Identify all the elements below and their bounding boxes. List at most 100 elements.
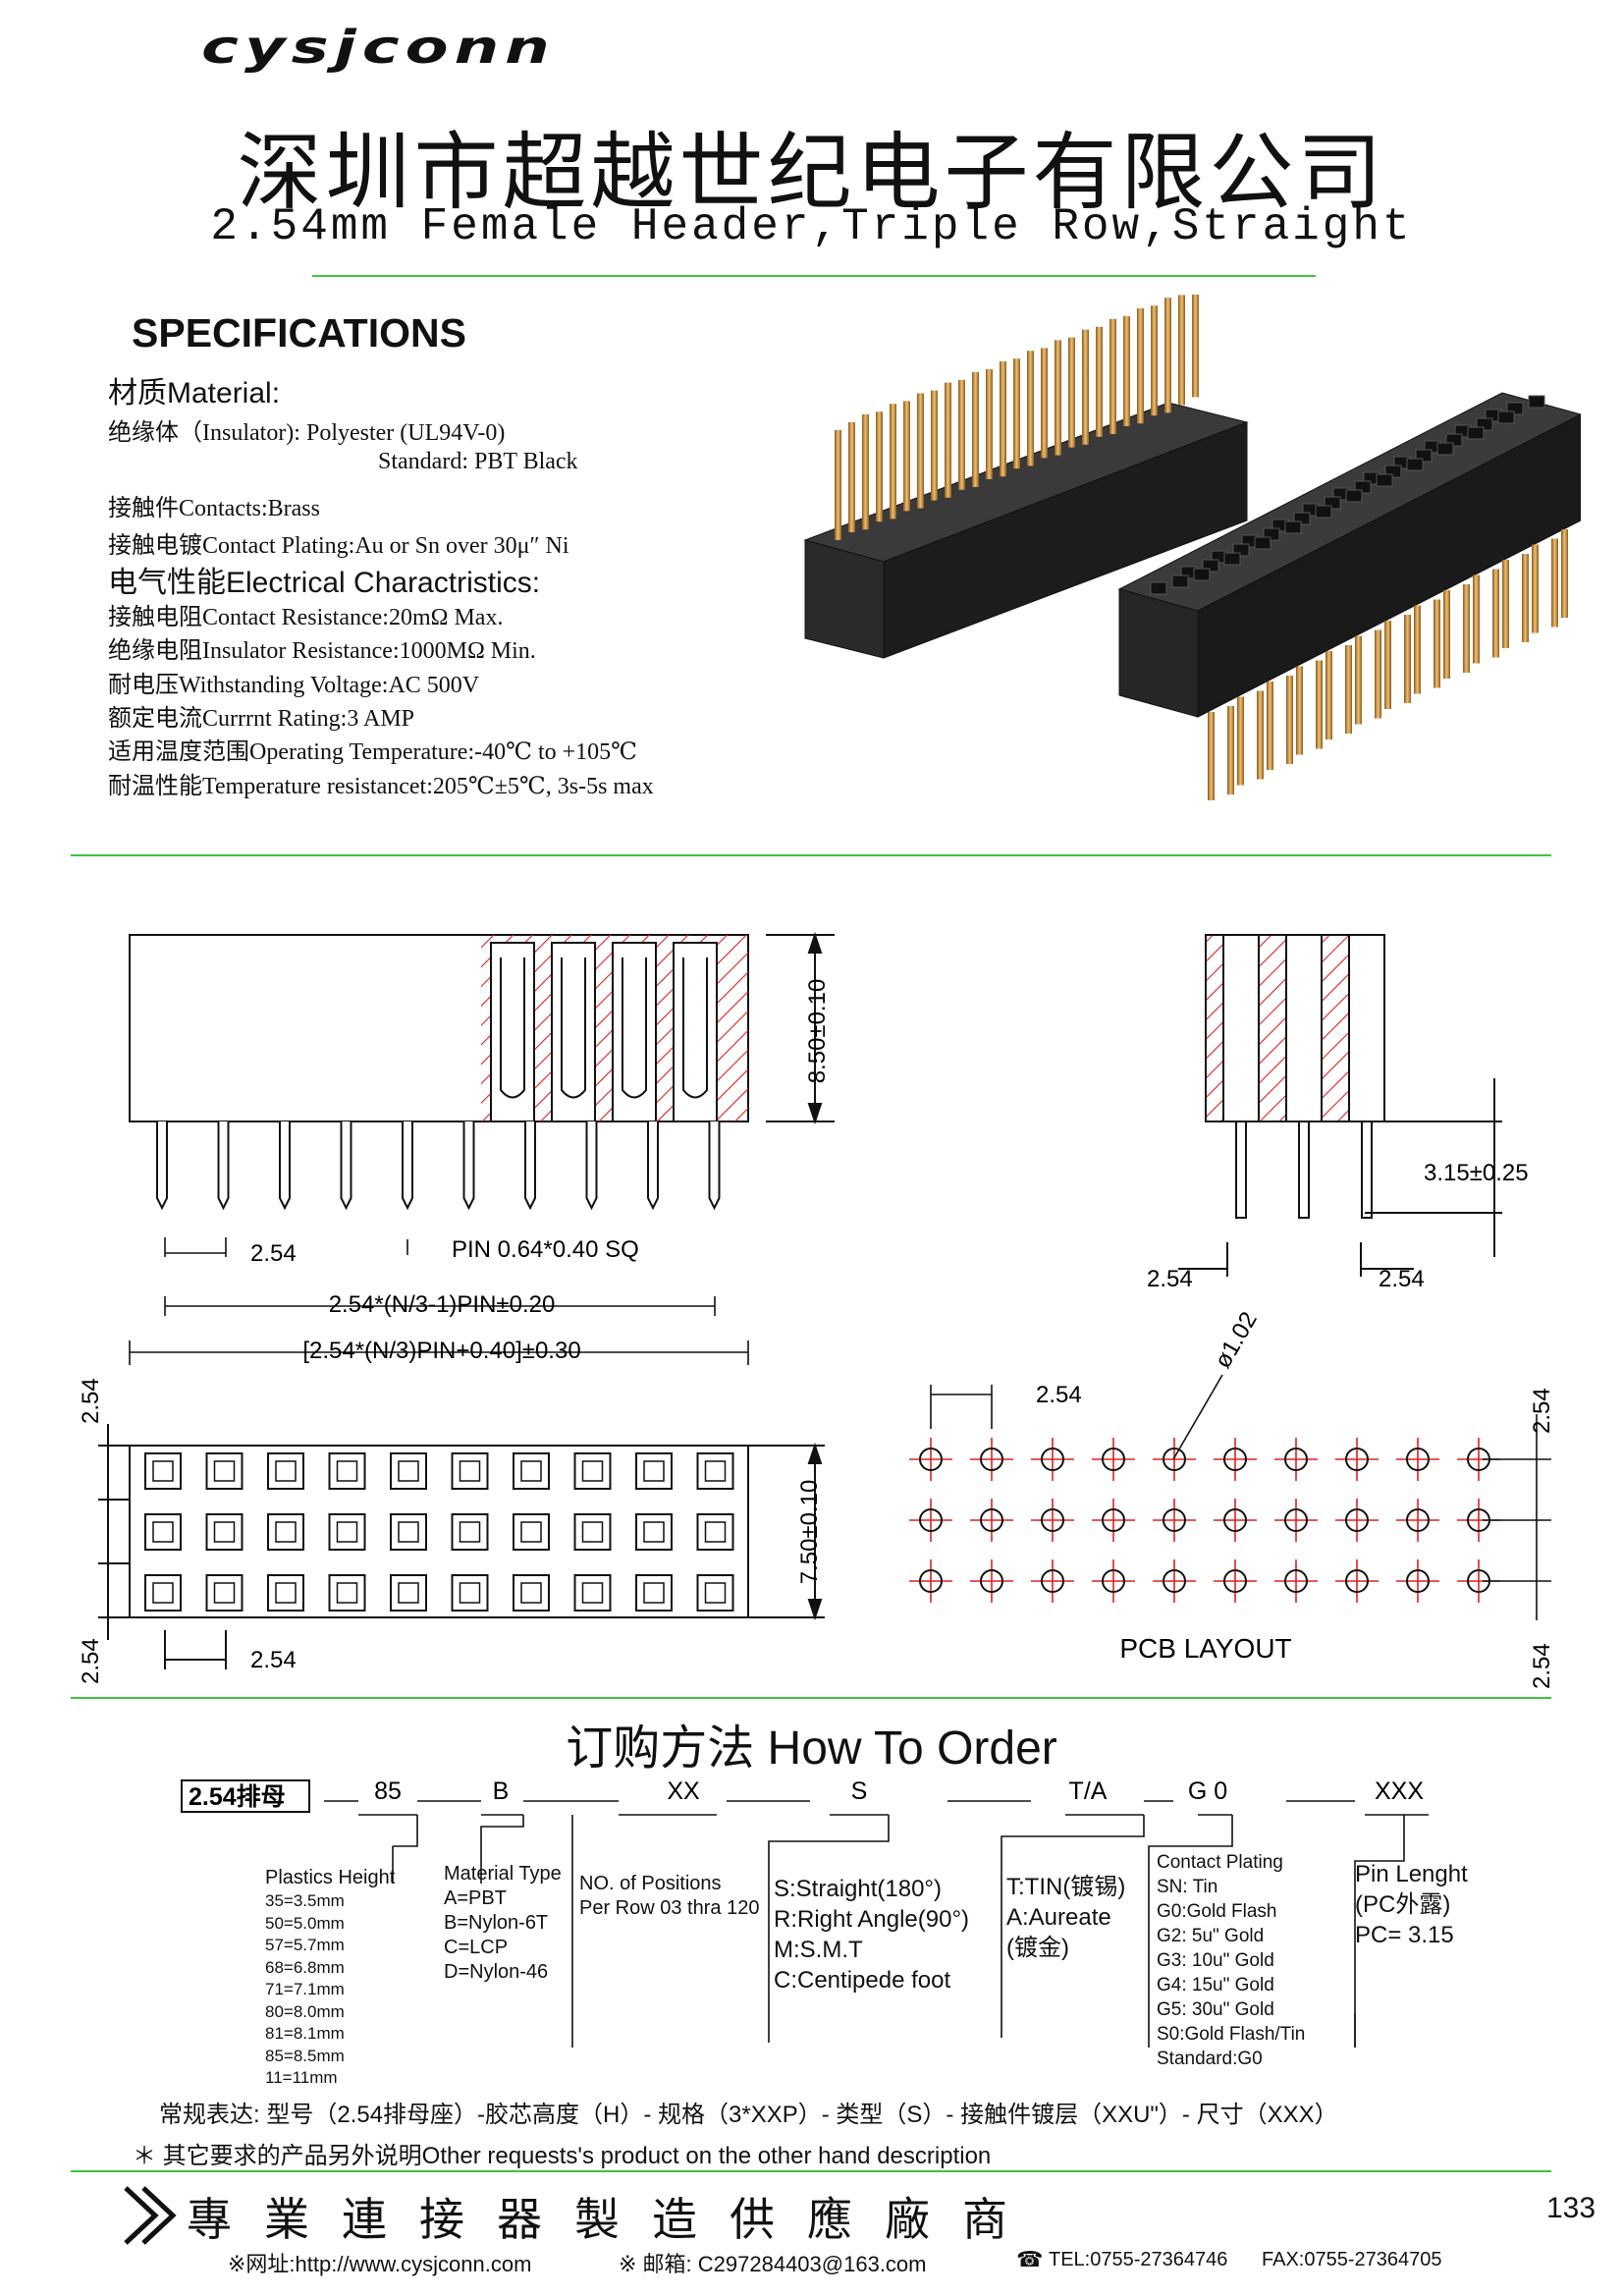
socket-hole	[1223, 552, 1241, 566]
pcb-hole	[1163, 1448, 1186, 1471]
socket-opening	[635, 1513, 673, 1551]
socket-inner	[643, 1582, 665, 1604]
contact-spring	[500, 957, 525, 1099]
pcb-pitch-horizontal: 2.54	[1036, 1382, 1082, 1408]
order-code-diagram: 2.54排母 85 B XX S T/A G 0 XXX	[181, 1777, 1429, 2048]
header-pins-up	[803, 295, 1249, 659]
pcb-hole	[919, 1569, 943, 1593]
pcb-hole	[1345, 1448, 1369, 1471]
pin	[1355, 635, 1362, 725]
pcb-hole	[1163, 1508, 1186, 1532]
socket-opening	[635, 1452, 673, 1490]
pcb-hole	[1041, 1448, 1064, 1471]
type-option: M:S.M.T	[774, 1937, 863, 1963]
socket-inner	[152, 1460, 174, 1482]
pin-tail	[585, 1121, 598, 1211]
socket-inner	[275, 1521, 297, 1543]
height-option: 57=5.7mm	[265, 1936, 345, 1954]
pin	[1192, 295, 1199, 398]
pcb-layout	[909, 1374, 1551, 1620]
socket-inner	[152, 1582, 174, 1604]
socket-inner	[520, 1521, 542, 1543]
pin	[903, 401, 910, 512]
socket-inner	[336, 1521, 358, 1543]
pin	[1434, 599, 1440, 688]
pcb-hole	[1041, 1508, 1064, 1532]
total-length-dimension: [2.54*(N/3)PIN+0.40]±0.30	[302, 1338, 580, 1364]
pin	[1473, 574, 1480, 664]
code-material: B	[493, 1777, 510, 1805]
pin	[1027, 351, 1034, 462]
contact-cavity	[612, 942, 657, 1122]
socket-opening	[513, 1574, 550, 1612]
chevron-logo-icon	[124, 2186, 177, 2245]
height-option: 80=8.0mm	[265, 2001, 345, 2021]
socket-opening	[573, 1452, 612, 1490]
socket-opening	[205, 1574, 243, 1612]
socket-opening	[573, 1513, 612, 1551]
plating-option: SN: Tin	[1157, 1877, 1218, 1897]
footer-website: ※网址:http://www.cysjconn.com	[228, 2252, 532, 2276]
material-options-title: Material Type	[444, 1863, 562, 1885]
socket-opening	[513, 1513, 550, 1551]
pin-tail	[156, 1121, 168, 1211]
socket-inner	[459, 1460, 481, 1482]
socket-opening	[267, 1574, 304, 1612]
tail-length-dimension: 3.15±0.25	[1424, 1160, 1529, 1186]
socket-inner	[213, 1582, 236, 1604]
top-pitch-horizontal: 2.54	[250, 1647, 297, 1673]
socket-inner	[398, 1521, 419, 1543]
socket-opening	[267, 1452, 304, 1490]
material-option: A=PBT	[444, 1887, 507, 1909]
other-requests-note: ＊ 其它要求的产品另外说明Other requests's product on…	[133, 2143, 992, 2169]
pcb-hole	[1163, 1569, 1186, 1593]
socket-hole	[1150, 581, 1167, 595]
socket-opening	[390, 1513, 427, 1551]
pin	[972, 371, 979, 482]
pin	[1532, 544, 1539, 633]
pcb-hole	[1284, 1448, 1308, 1471]
page-number: 133	[1546, 2192, 1596, 2224]
pin-length-line: PC= 3.15	[1355, 1922, 1454, 1948]
socket-opening	[390, 1574, 427, 1612]
socket-opening	[635, 1574, 673, 1612]
plating-option: G2: 5u" Gold	[1157, 1926, 1265, 1946]
contact-spring	[561, 957, 586, 1099]
pcb-hole	[1345, 1569, 1369, 1593]
pin	[1227, 706, 1234, 794]
socket-hole	[1284, 520, 1302, 534]
pcb-hole	[1102, 1569, 1125, 1593]
pcb-hole	[980, 1569, 1003, 1593]
title-underline	[312, 275, 1316, 277]
pin	[1267, 682, 1273, 770]
plating-options-title: Contact Plating	[1157, 1852, 1283, 1873]
pin	[848, 422, 855, 532]
socket-inner	[581, 1460, 604, 1482]
socket-opening	[451, 1513, 489, 1551]
pin	[1123, 316, 1130, 426]
pin	[1013, 358, 1020, 469]
footer-email: ※ 邮箱: C297284403@163.com	[619, 2252, 927, 2276]
pcb-pitch-vertical-1: 2.54	[1529, 1388, 1555, 1434]
width-dimension: 7.50±0.10	[796, 1480, 823, 1585]
socket-hole	[1528, 395, 1545, 409]
pin	[1055, 340, 1061, 451]
product-subtitle: 2.54mm Female Header,Triple Row,Straight	[210, 201, 1413, 252]
pin	[958, 379, 965, 490]
pin	[1502, 560, 1509, 648]
height-dimension: 8.50±0.10	[804, 979, 831, 1084]
pin	[890, 404, 896, 515]
type-option: R:Right Angle(90°)	[774, 1906, 970, 1933]
span-dimension: 2.54*(N/3-1)PIN±0.20	[329, 1291, 556, 1318]
pin-length-info: Pin Lenght(PC外露)PC= 3.15	[1355, 1859, 1468, 1950]
code-positions: XX	[667, 1777, 700, 1805]
electrical-heading: 电气性能Electrical Charactristics:	[108, 567, 541, 599]
socket-opening	[573, 1574, 612, 1612]
socket-hole	[1467, 426, 1485, 440]
pin	[1384, 621, 1391, 709]
pcb-hole	[980, 1448, 1003, 1471]
pin	[917, 393, 924, 504]
socket-opening	[696, 1574, 734, 1612]
pin	[1041, 348, 1048, 459]
socket-inner	[704, 1521, 727, 1543]
